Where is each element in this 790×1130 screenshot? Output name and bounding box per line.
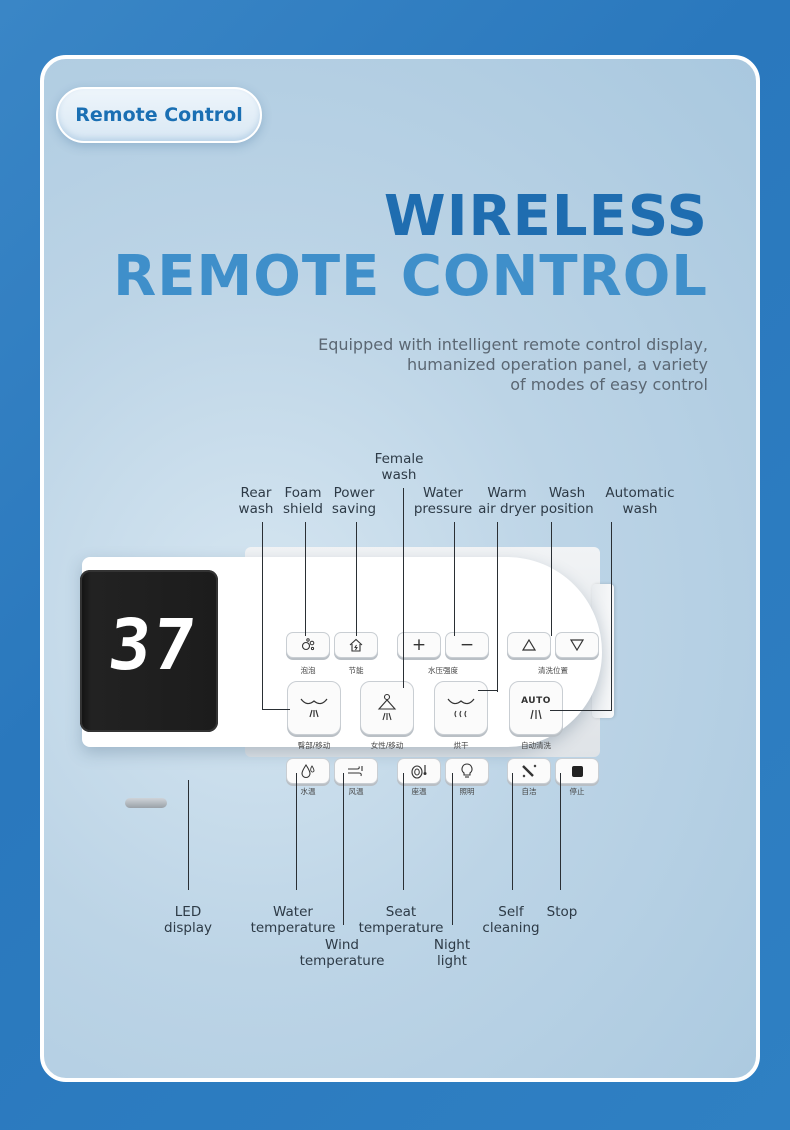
auto-label: AUTO xyxy=(521,696,551,706)
label-night-light: Night light xyxy=(433,937,471,969)
water-drop-icon xyxy=(301,764,315,779)
leader-auto xyxy=(611,522,613,711)
leader-seat-temp xyxy=(403,773,405,890)
rear-wash-icon xyxy=(300,698,328,718)
subtitle: Equipped with intelligent remote control… xyxy=(228,335,708,395)
remote-control-badge: Remote Control xyxy=(56,87,262,143)
auto-spray-icon xyxy=(530,709,542,720)
seat-temp-caption: 座温 xyxy=(411,787,427,796)
leader-stop xyxy=(560,773,562,890)
stop-button[interactable] xyxy=(555,758,599,784)
leader-led xyxy=(188,780,190,890)
position-caption: 清洗位置 xyxy=(538,666,568,675)
seat-icon xyxy=(411,765,427,779)
position-up-button[interactable] xyxy=(507,632,551,658)
water-temp-caption: 水温 xyxy=(300,787,316,796)
leader-position xyxy=(551,522,553,636)
remote-side-tab xyxy=(592,584,614,718)
nozzle-clean-icon xyxy=(522,764,537,778)
self-clean-caption: 自洁 xyxy=(521,787,537,796)
female-wash-icon xyxy=(377,693,397,721)
led-digits: 37 xyxy=(104,604,202,686)
leader-power xyxy=(356,522,358,636)
pressure-caption: 水压强度 xyxy=(428,666,458,675)
label-automatic-wash: Automatic wash xyxy=(605,485,675,517)
remote-clip-bottom xyxy=(125,798,167,808)
triangle-down-icon xyxy=(570,639,584,651)
leader-dryer-h xyxy=(478,690,498,692)
position-down-button[interactable] xyxy=(555,632,599,658)
female-wash-button[interactable] xyxy=(360,681,414,735)
female-caption: 女性/移动 xyxy=(370,741,404,750)
label-stop: Stop xyxy=(546,904,578,920)
rear-caption: 臀部/移动 xyxy=(297,741,331,750)
self-clean-button[interactable] xyxy=(507,758,551,784)
leader-water-temp xyxy=(296,773,298,890)
label-rear-wash: Rear wash xyxy=(238,485,274,517)
label-wind-temperature: Wind temperature xyxy=(299,937,385,969)
light-bulb-icon xyxy=(461,763,473,778)
label-seat-temperature: Seat temperature xyxy=(358,904,444,936)
energy-caption: 节能 xyxy=(348,666,364,675)
info-card: Remote Control WIRELESS REMOTE CONTROL E… xyxy=(40,55,760,1082)
label-self-cleaning: Self cleaning xyxy=(482,904,540,936)
leader-night-light xyxy=(452,773,454,925)
subtitle-line-3: of modes of easy control xyxy=(510,375,708,394)
stop-caption: 停止 xyxy=(569,787,585,796)
subtitle-line-2: humanized operation panel, a variety xyxy=(407,355,708,374)
dry-caption: 烘干 xyxy=(453,741,469,750)
leader-rear-wash xyxy=(262,522,264,710)
water-temp-button[interactable] xyxy=(286,758,330,784)
foam-caption: 泡泡 xyxy=(300,666,316,675)
light-caption: 照明 xyxy=(459,787,475,796)
label-foam-shield: Foam shield xyxy=(283,485,323,517)
pressure-plus-button[interactable]: + xyxy=(397,632,441,658)
seat-temp-button[interactable] xyxy=(397,758,441,784)
leader-wind-temp xyxy=(343,773,345,925)
stop-icon xyxy=(571,765,583,777)
leader-foam xyxy=(305,522,307,636)
bubbles-icon xyxy=(301,638,315,651)
headline-line-2: REMOTE CONTROL xyxy=(113,244,708,309)
warm-air-icon xyxy=(447,698,475,718)
leader-rear-wash-h xyxy=(262,709,290,711)
subtitle-line-1: Equipped with intelligent remote control… xyxy=(318,335,708,354)
leader-female xyxy=(403,488,405,688)
leader-pressure xyxy=(454,522,456,636)
leader-dryer xyxy=(497,522,499,692)
triangle-up-icon xyxy=(522,639,536,651)
auto-caption: 自动清洗 xyxy=(521,741,551,750)
home-energy-icon xyxy=(349,638,363,652)
label-water-pressure: Water pressure xyxy=(413,485,473,517)
foam-button[interactable] xyxy=(286,632,330,658)
pressure-minus-button[interactable]: − xyxy=(445,632,489,658)
label-led-display: LED display xyxy=(164,904,212,936)
label-wash-position: Wash position xyxy=(540,485,594,517)
leader-self-clean xyxy=(512,773,514,890)
label-water-temperature: Water temperature xyxy=(250,904,336,936)
headline-line-1: WIRELESS xyxy=(383,184,708,249)
led-display xyxy=(80,570,218,732)
label-female-wash: Female wash xyxy=(374,451,424,483)
label-power-saving: Power saving xyxy=(331,485,377,517)
rear-wash-button[interactable] xyxy=(287,681,341,735)
auto-wash-button[interactable]: AUTO xyxy=(509,681,563,735)
wind-temp-caption: 风温 xyxy=(348,787,364,796)
wind-icon xyxy=(348,766,363,777)
wind-temp-button[interactable] xyxy=(334,758,378,784)
leader-auto-h xyxy=(550,710,612,712)
label-warm-air-dryer: Warm air dryer xyxy=(478,485,536,517)
